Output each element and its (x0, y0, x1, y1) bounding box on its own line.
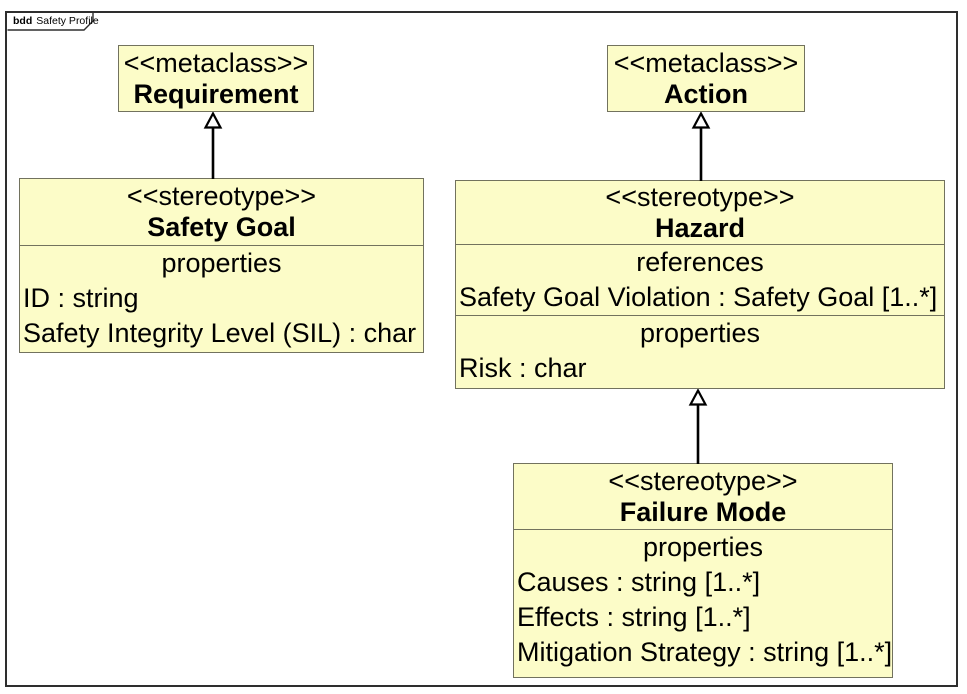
node-name-label: Safety Goal (147, 212, 296, 242)
property-item: Effects : string [1..*] (517, 602, 751, 632)
node-action-header: <<metaclass>> Action (608, 46, 804, 111)
node-hazard[interactable]: <<stereotype>> Hazard references Safety … (455, 180, 945, 389)
node-failure-mode[interactable]: <<stereotype>> Failure Mode properties C… (513, 463, 893, 678)
node-action[interactable]: <<metaclass>> Action (607, 45, 805, 112)
node-requirement-header: <<metaclass>> Requirement (119, 46, 313, 111)
property-item: Safety Integrity Level (SIL) : char (23, 318, 417, 348)
stereotype-label: <<stereotype>> (608, 465, 798, 496)
node-safety-goal[interactable]: <<stereotype>> Safety Goal properties ID… (19, 178, 424, 353)
stereotype-label: <<stereotype>> (605, 181, 795, 212)
node-safety-goal-header: <<stereotype>> Safety Goal (20, 179, 423, 245)
compartment-properties: properties ID : string Safety Integrity … (20, 245, 423, 352)
stereotype-label: <<stereotype>> (126, 181, 317, 211)
frame-tab-outline (7, 13, 94, 31)
compartment-label: properties (642, 532, 764, 562)
property-item: ID : string (23, 283, 139, 313)
compartment-references: references Safety Goal Violation : Safet… (456, 244, 944, 315)
compartment-properties: properties Causes : string [1..*] Effect… (514, 529, 892, 677)
node-name-label: Failure Mode (619, 496, 787, 527)
node-name-label: Hazard (654, 212, 746, 243)
generalization-arrow-hazard-to-action[interactable] (691, 112, 711, 181)
compartment-label: properties (161, 248, 282, 278)
property-item: Risk : char (459, 353, 587, 383)
frame-title: Safety Profile (36, 15, 99, 27)
node-name-label: Requirement (133, 78, 299, 109)
property-item: Mitigation Strategy : string [1..*] (517, 637, 892, 667)
stereotype-label: <<metaclass>> (613, 47, 799, 78)
stereotype-label: <<metaclass>> (123, 47, 309, 78)
node-requirement[interactable]: <<metaclass>> Requirement (118, 45, 314, 112)
hollow-triangle-arrowhead-icon (203, 112, 223, 129)
frame-kind-label: bdd (13, 15, 33, 27)
generalization-arrow-failure-mode-to-hazard[interactable] (688, 389, 708, 464)
compartment-label: references (636, 247, 764, 277)
node-name-label: Action (664, 78, 748, 109)
hollow-triangle-arrowhead-icon (691, 112, 711, 129)
generalization-arrow-safety-goal-to-requirement[interactable] (203, 112, 223, 179)
compartment-properties: properties Risk : char (456, 315, 944, 388)
reference-item: Safety Goal Violation : Safety Goal [1..… (459, 282, 938, 312)
node-failure-mode-header: <<stereotype>> Failure Mode (514, 464, 892, 529)
property-item: Causes : string [1..*] (517, 567, 761, 597)
compartment-label: properties (639, 318, 761, 348)
hollow-triangle-arrowhead-icon (688, 389, 708, 406)
node-hazard-header: <<stereotype>> Hazard (456, 181, 944, 244)
